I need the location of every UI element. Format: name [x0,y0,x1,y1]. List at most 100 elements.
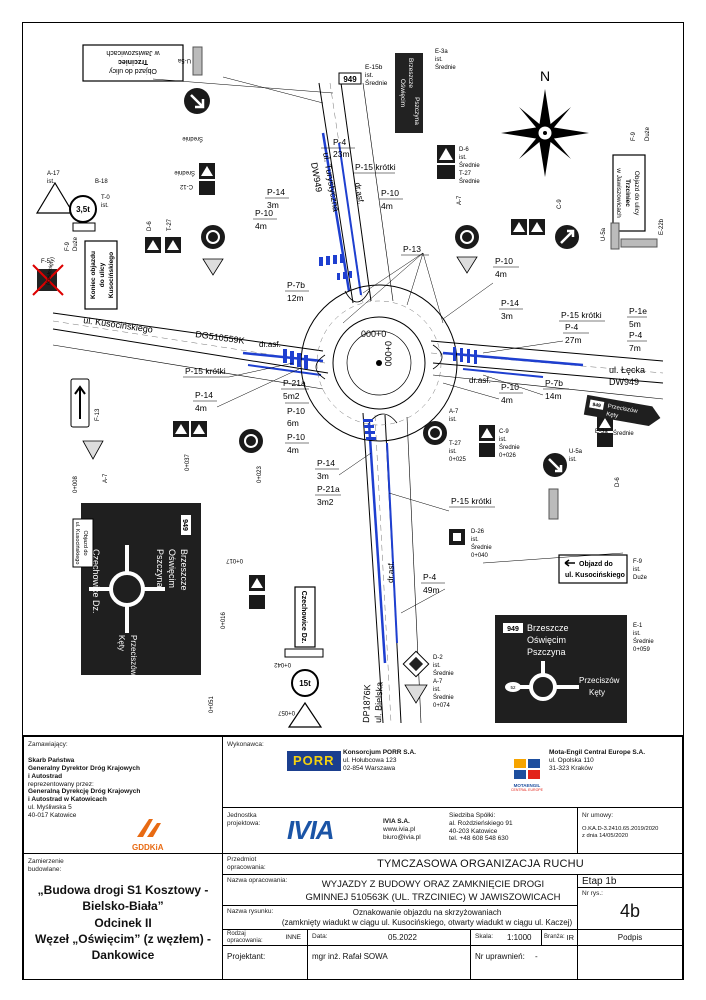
study-name-cell: Nazwa opracowania: WYJAZDY Z BUDOWY ORAZ… [222,874,578,906]
client-label: Zamawiający: [28,741,68,748]
study-name-line-2: GMINNEJ 510563K (UL. TRZCINIEC) W JAWISZ… [305,891,561,903]
branch-label: Branża: [544,934,565,940]
contractor-cell: Wykonawca: PORR Konsorcjum PORR S.A. ul.… [222,736,683,808]
date-cell: Data: 05.2022 [307,929,471,946]
callout-p15-east: P-15 krótki [559,310,605,322]
svg-text:0+026: 0+026 [499,453,517,459]
stage-text: Etap 1b [582,876,617,887]
svg-text:ist.: ist. [435,57,443,63]
svg-text:ist.: ist. [569,457,577,463]
svg-text:(zasłonięty): (zasłonięty) [45,256,56,285]
svg-text:do ulicy: do ulicy [99,262,106,287]
svg-text:12m: 12m [287,293,304,303]
svg-text:C-9: C-9 [557,199,563,209]
callout-p4-east-b: P-47m [627,330,647,353]
drawing-number-cell: Nr rys.: 4b [577,887,683,930]
svg-text:Średnie: Średnie [499,443,520,451]
type-value: INNE [285,934,301,941]
svg-text:949: 949 [507,626,519,633]
design-unit-label: Jednostka projektowa: [227,812,261,828]
svg-text:4m: 4m [287,445,299,455]
svg-text:Objazd do: Objazd do [579,561,613,568]
svg-text:949: 949 [343,75,357,84]
porr-logo: PORR [287,751,341,772]
project-line-1: „Budowa drogi S1 Kosztowy - [37,883,209,898]
svg-text:F-9: F-9 [65,241,71,251]
callout-p15-south: P-15 krótki [449,496,495,508]
ivia-name: IVIA S.A. [383,818,410,825]
svg-text:ist.: ist. [365,72,374,79]
svg-text:Objazd do: Objazd do [82,530,88,555]
client-line-5: Generalną Dyrekcję Dróg Krajowych [28,788,141,796]
road-west [52,312,329,390]
svg-text:Średnie: Średnie [365,78,388,87]
sign-u5a-post-east: U-5a [601,222,620,250]
svg-text:A-7: A-7 [103,473,109,483]
svg-text:Średnie: Średnie [174,169,195,177]
svg-text:15t: 15t [299,679,311,688]
sign-c9-arrow-east: C-9 [555,199,579,249]
svg-text:Średnie: Średnie [633,637,654,645]
svg-text:5m: 5m [629,319,641,329]
license-cell: Nr uprawnień: - [470,945,578,980]
svg-text:F-9: F-9 [633,559,643,565]
svg-text:P-1e: P-1e [629,306,647,316]
road-code-south: DP1876K [361,684,372,723]
svg-text:P-13: P-13 [403,244,421,254]
sign-b18-weight-limit: 3,5t B-18 [69,179,108,223]
svg-text:P-4: P-4 [423,572,437,582]
porr-name: Konsorcjum PORR S.A. [343,749,416,756]
svg-text:P-14: P-14 [501,298,519,308]
svg-text:27m: 27m [565,335,582,345]
svg-text:P-10: P-10 [495,256,513,266]
sign-detour-trzciniec: Objazd do ulicy Trzciniec w Jawiszowicac… [82,44,184,82]
svg-text:Średnie: Średnie [433,669,454,677]
svg-text:Duże: Duże [73,236,79,251]
sign-d6-pedestrian-east [511,219,545,235]
svg-text:Kusocińskiego: Kusocińskiego [108,252,115,298]
designer-name: mgr inż. Rafał SOWA [312,952,388,961]
road-code-east: DW949 [609,377,639,387]
date-value: 05.2022 [388,933,417,942]
license-value: - [535,952,538,961]
svg-text:Oświęcim: Oświęcim [399,79,406,107]
compass-north-label: N [540,68,550,84]
svg-text:ul. Kusocińskiego: ul. Kusocińskiego [565,572,625,579]
sign-d2-priority: D-2 ist. Średnie A-7 ist. Średnie 0+074 [402,650,454,709]
svg-text:0+057: 0+057 [277,709,295,715]
svg-text:P-7b: P-7b [287,280,305,290]
svg-text:Kęty: Kęty [606,412,619,420]
svg-text:49m: 49m [423,585,440,595]
motaengil-logo: MOTAENGIL CENTRAL EUROPE [511,759,543,793]
svg-text:A-17: A-17 [47,171,60,177]
project-line-5: Dankowice [91,948,155,962]
svg-text:P-10: P-10 [501,382,519,392]
sign-przeciszow-east: 949 Przeciszów Kęty [583,394,661,427]
svg-text:0+008: 0+008 [73,475,79,493]
svg-text:Pszczyna: Pszczyna [413,97,420,125]
svg-text:T-0: T-0 [101,195,110,201]
svg-text:U-5a: U-5a [177,57,191,63]
sign-e3a-direction-north: Brzeszcze Oświęcim Pszczyna E-3a ist. Śr… [395,49,456,133]
svg-text:4m: 4m [495,269,507,279]
svg-text:P-10: P-10 [255,208,273,218]
study-name-label: Nazwa opracowania: [227,877,288,884]
client-line-7: ul. Myśliwska 5 [28,803,72,811]
sign-d6-pedestrian-s: 0+017 0+016 [221,557,265,629]
svg-text:Oświęcim: Oświęcim [527,635,566,645]
svg-text:5m2: 5m2 [283,391,300,401]
svg-text:B-18: B-18 [95,179,108,185]
project-line-2: Bielsko-Biała” [82,899,164,914]
svg-text:Czechowice Dz.: Czechowice Dz. [300,591,307,644]
date-label: Data: [312,933,328,940]
branch-cell: Branża: IR [541,929,578,946]
svg-text:Średnie: Średnie [433,693,454,701]
svg-text:T-27: T-27 [449,441,462,447]
svg-text:P-15 krótki: P-15 krótki [451,496,492,506]
sign-e1-sw-label: 0+051 [209,695,215,713]
svg-text:Brzeszcze: Brzeszcze [407,58,414,88]
svg-text:Czechowice Dz.: Czechowice Dz. [91,549,101,614]
sign-a17-children-south: 0+057 [277,701,323,728]
